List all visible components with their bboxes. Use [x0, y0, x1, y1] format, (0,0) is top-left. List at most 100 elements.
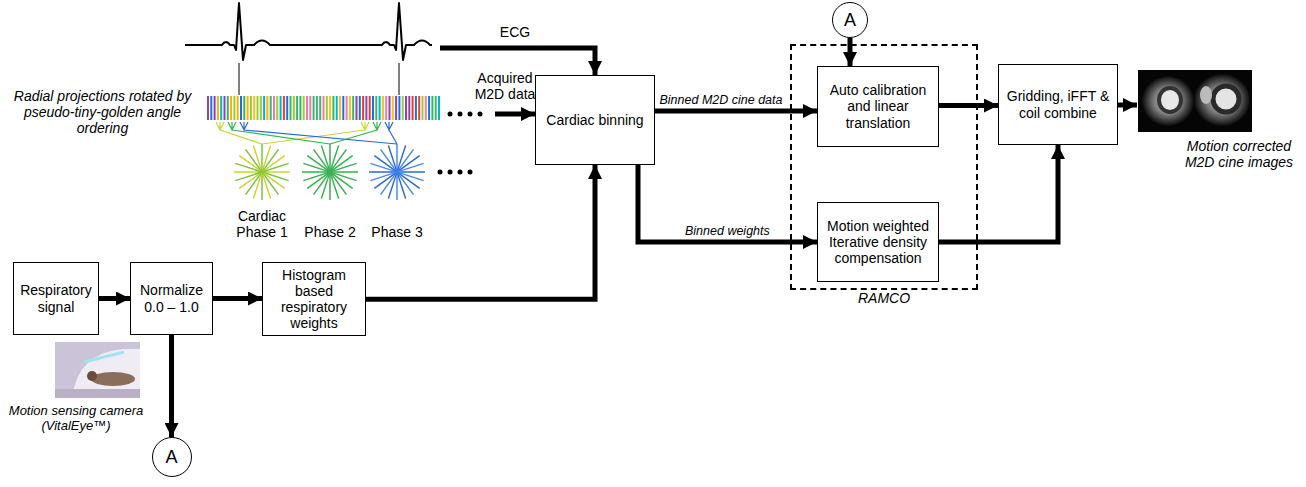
- phase-link: [385, 122, 397, 144]
- flow-arrow: [655, 109, 817, 114]
- projection-line: [210, 96, 212, 120]
- process-box: Motion weighted Iterative density compen…: [817, 202, 939, 282]
- projection-line: [323, 96, 325, 120]
- continuation-dots: [438, 112, 483, 175]
- ecg-waveform: [185, 3, 432, 60]
- projection-line: [230, 96, 232, 120]
- projection-line: [352, 96, 354, 120]
- projection-line: [263, 96, 265, 120]
- projection-line: [319, 96, 321, 120]
- projection-line: [339, 96, 341, 120]
- projection-line: [233, 96, 235, 120]
- projection-line: [425, 96, 427, 120]
- connector-circle: A: [152, 437, 192, 477]
- trigger-line: [239, 63, 240, 95]
- projection-line: [408, 96, 410, 120]
- process-box: Cardiac binning: [535, 75, 655, 165]
- projection-line: [266, 96, 268, 120]
- node-text: Histogram based respiratory weights: [267, 267, 361, 331]
- projection-line: [326, 96, 328, 120]
- annotation: Radial projections rotated by pseudo-tin…: [5, 88, 200, 136]
- edge-label: Binned M2D cine data: [659, 93, 784, 107]
- projection-line: [359, 96, 361, 120]
- projection-line: [207, 96, 209, 120]
- node-text: Cardiac binning: [546, 112, 643, 128]
- projection-line: [227, 96, 229, 120]
- spoke-star: [234, 144, 290, 200]
- radial-projection-bars: [208, 96, 439, 120]
- node-text: A: [844, 10, 856, 31]
- projection-line: [217, 96, 219, 120]
- projection-line: [257, 96, 259, 120]
- projection-line: [280, 96, 282, 120]
- node-text: Normalize 0.0 – 1.0: [135, 282, 208, 314]
- projection-line: [296, 96, 298, 120]
- projection-line: [346, 96, 348, 120]
- projection-line: [240, 96, 242, 120]
- node-text: Gridding, iFFT & coil combine: [1003, 88, 1113, 120]
- output-arrow: [1118, 103, 1137, 108]
- flow-arrow: [366, 165, 595, 299]
- flow-arrow: [213, 296, 262, 301]
- projection-line: [375, 96, 377, 120]
- projection-line: [405, 96, 407, 120]
- projection-line: [276, 96, 278, 120]
- projection-line: [431, 96, 433, 120]
- trigger-line: [399, 63, 400, 95]
- projection-line: [412, 96, 414, 120]
- annotation: Motion sensing camera (VitalEye™): [5, 404, 147, 434]
- dashed-group: RAMCOAuto calibration and linear transla…: [790, 44, 978, 290]
- projection-line: [398, 96, 400, 120]
- projection-line: [309, 96, 311, 120]
- projection-line: [224, 96, 226, 120]
- flow-arrow: [99, 296, 130, 301]
- projection-line: [332, 96, 334, 120]
- projection-line: [435, 96, 437, 120]
- projection-line: [220, 96, 222, 120]
- phase-label: Cardiac Phase 1: [227, 208, 297, 240]
- projection-line: [270, 96, 272, 120]
- projection-line: [418, 96, 420, 120]
- projection-line: [415, 96, 417, 120]
- signal-label: Acquired M2D data: [470, 70, 540, 102]
- projection-line: [389, 96, 391, 120]
- projection-line: [422, 96, 424, 120]
- camera-photo: [55, 342, 140, 398]
- projection-line: [243, 96, 245, 120]
- spoke-star: [369, 144, 425, 200]
- process-box: Normalize 0.0 – 1.0: [130, 262, 213, 335]
- projection-line: [253, 96, 255, 120]
- node-text: A: [165, 447, 177, 468]
- data-arrow: [495, 112, 535, 117]
- flow-arrow: [848, 38, 853, 66]
- flow-arrow: [939, 103, 998, 108]
- projection-line: [438, 96, 440, 120]
- projection-line: [365, 96, 367, 120]
- annotation: Motion corrected M2D cine images: [1180, 138, 1298, 170]
- projection-line: [428, 96, 430, 120]
- spoke-star: [302, 144, 358, 200]
- projection-line: [395, 96, 397, 120]
- projection-line: [329, 96, 331, 120]
- projection-line: [250, 96, 252, 120]
- flow-arrow: [939, 145, 1058, 242]
- node-text: Auto calibration and linear translation: [822, 82, 934, 130]
- projection-line: [273, 96, 275, 120]
- node-text: Motion weighted Iterative density compen…: [822, 218, 934, 266]
- connector-circle: A: [832, 2, 868, 38]
- phase-label: Phase 3: [367, 224, 427, 240]
- process-box: Histogram based respiratory weights: [262, 262, 366, 336]
- edge-label: Binned weights: [684, 224, 771, 238]
- projection-line: [286, 96, 288, 120]
- phase-link: [240, 122, 397, 144]
- node-text: Respiratory signal: [18, 282, 94, 314]
- radial-spokes: [216, 122, 425, 200]
- projection-line: [283, 96, 285, 120]
- projection-line: [237, 96, 239, 120]
- projection-line: [306, 96, 308, 120]
- mri-cine-image: [1138, 70, 1252, 132]
- projection-line: [303, 96, 305, 120]
- projection-line: [247, 96, 249, 120]
- group-title: RAMCO: [792, 290, 976, 306]
- phase-label: Phase 2: [300, 224, 360, 240]
